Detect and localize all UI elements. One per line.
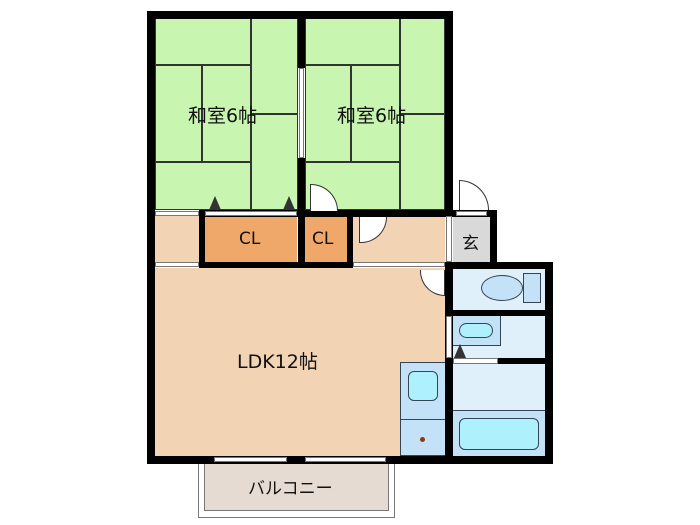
- sliding-door[interactable]: [155, 262, 199, 267]
- closet-1-label: CL: [239, 229, 261, 249]
- wall: [445, 11, 453, 216]
- window[interactable]: [305, 457, 386, 462]
- wall: [347, 210, 353, 268]
- wall: [545, 262, 553, 464]
- sink-icon: [408, 371, 438, 401]
- washitsu-1-label: 和室6帖: [188, 105, 258, 127]
- door-sill: [453, 358, 498, 364]
- bathtub-icon: [453, 410, 545, 456]
- sliding-door[interactable]: [155, 211, 199, 216]
- sliding-door[interactable]: [446, 316, 452, 358]
- wall: [445, 262, 453, 464]
- kitchen-counter: [400, 362, 446, 456]
- wall: [199, 262, 353, 268]
- wall: [453, 310, 545, 316]
- toilet: [453, 268, 545, 310]
- ldk-label: LDK12帖: [237, 351, 318, 373]
- sliding-door[interactable]: [446, 216, 452, 262]
- wall: [298, 11, 305, 68]
- toilet-bowl-icon: [481, 275, 523, 301]
- stove-icon: [420, 437, 425, 442]
- sliding-door[interactable]: [353, 262, 445, 267]
- door-sill: [456, 211, 487, 216]
- washitsu-1: [155, 18, 298, 210]
- closet-2: [304, 216, 347, 262]
- door-marker-icon: [283, 196, 295, 210]
- wall: [490, 210, 497, 268]
- balcony: [204, 462, 389, 511]
- washitsu-2-label: 和室6帖: [337, 105, 407, 127]
- balcony-label: バルコニー: [248, 479, 333, 499]
- window[interactable]: [214, 457, 287, 462]
- genkan: [453, 216, 490, 262]
- wall: [147, 11, 155, 464]
- ldk: [155, 268, 445, 456]
- wall: [199, 210, 205, 268]
- washitsu-2: [305, 18, 445, 210]
- bathroom: [453, 364, 545, 456]
- door-marker-icon: [209, 196, 221, 210]
- hall-left: [155, 216, 199, 262]
- door-swing-icon[interactable]: [459, 180, 489, 210]
- door-marker-icon: [454, 344, 466, 358]
- wall: [453, 358, 545, 364]
- closet-2-label: CL: [312, 229, 334, 249]
- toilet-tank-icon: [523, 273, 541, 303]
- sliding-door[interactable]: [299, 68, 304, 158]
- sliding-door[interactable]: [205, 211, 297, 216]
- genkan-label: 玄: [462, 234, 479, 254]
- washbasin-icon: [453, 316, 501, 346]
- washroom: [453, 316, 545, 358]
- wall: [445, 262, 553, 269]
- closet-1: [205, 216, 297, 262]
